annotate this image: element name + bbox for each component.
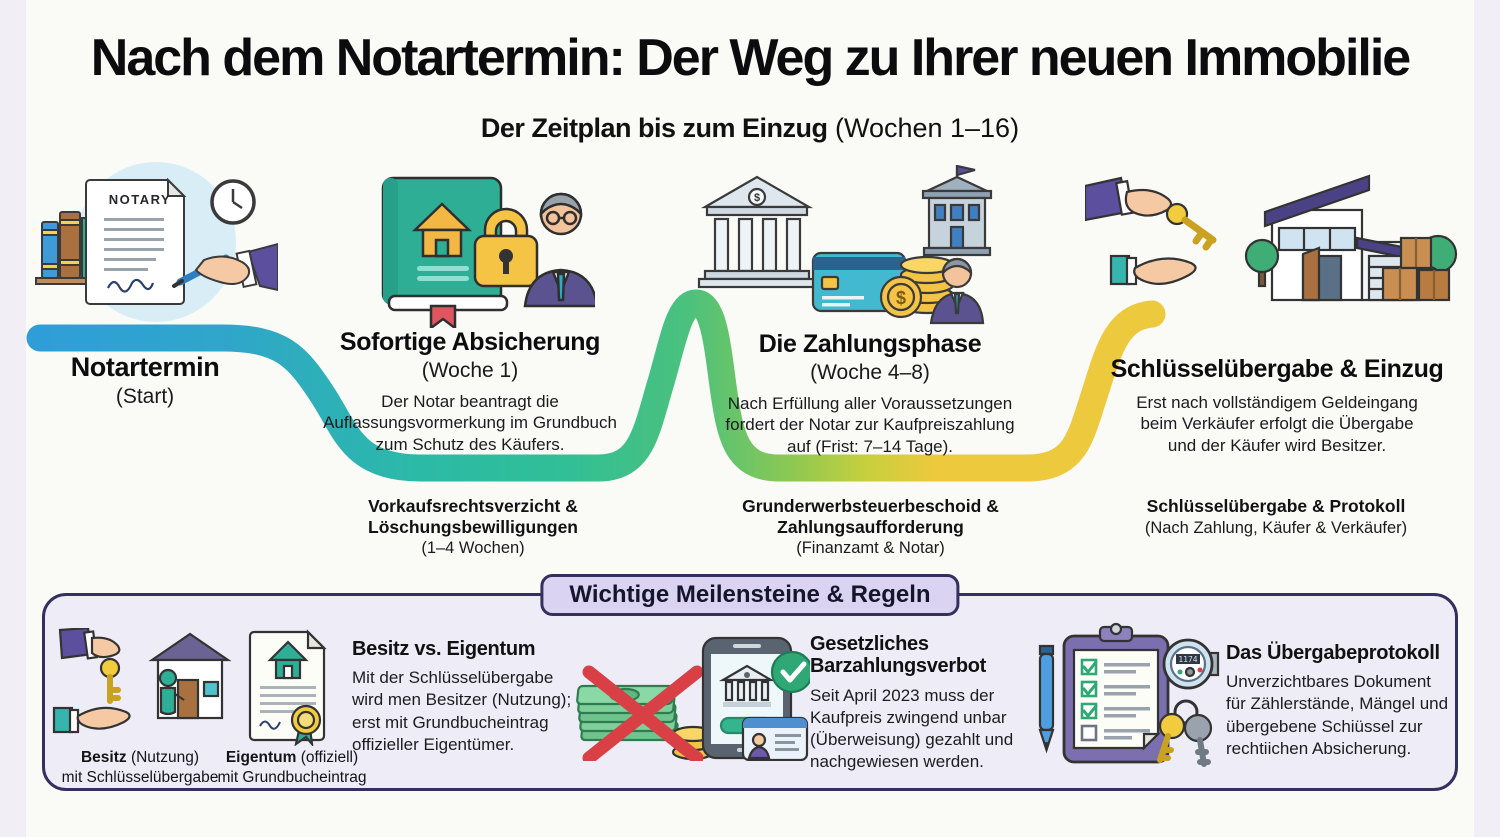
coin-stack-icon: $ bbox=[879, 255, 955, 319]
clock-icon bbox=[210, 179, 256, 225]
svg-text:1174: 1174 bbox=[1178, 655, 1197, 664]
caption-grunderwerbsteuer: Grunderwerbsteuerbeschoid & Zahlungsauff… bbox=[742, 496, 999, 558]
cash-ban-body: Seit April 2023 muss der Kaufpreis zwing… bbox=[810, 685, 1014, 772]
possession-body: Mit der Schlüsselübergabe wird men Besit… bbox=[352, 668, 572, 754]
stage-name: Sofortige Absicherung bbox=[339, 328, 601, 356]
possession-heading: Besitz vs. Eigentum bbox=[352, 638, 536, 660]
rules-panel-badge: Wichtige Meilensteine & Regeln bbox=[540, 574, 960, 616]
stage-name: Notartermin bbox=[70, 352, 220, 382]
water-meter-icon: 1174 bbox=[1162, 638, 1220, 690]
official-person-icon bbox=[929, 257, 985, 325]
key-handover-house-illustration bbox=[1085, 174, 1458, 302]
subtitle-rest: (Wochen 1–16) bbox=[827, 113, 1020, 143]
cash-ban-heading: Gesetzliches Barzahlungsverbot bbox=[810, 633, 987, 678]
checklist-clipboard-icon bbox=[1062, 622, 1170, 764]
grundbuch-lock-illustration bbox=[381, 176, 595, 328]
red-cross-icon bbox=[582, 665, 704, 761]
bank-building-icon: $ bbox=[697, 175, 817, 289]
protocol-heading: Das Übergabeprotokoll bbox=[1226, 642, 1440, 664]
protocol-text: Das Übergabeprotokoll Unverzichtbares Do… bbox=[1226, 642, 1456, 760]
stage-absicherung: Sofortige Absicherung (Woche 1) Der Nota… bbox=[305, 328, 635, 455]
keys-icon bbox=[1157, 699, 1213, 767]
moving-boxes-icon bbox=[1381, 236, 1451, 302]
stage-name: Die Zahlungsphase bbox=[758, 330, 982, 358]
stage-sub: (Woche 1) bbox=[421, 359, 519, 382]
notary-person-icon bbox=[523, 192, 595, 308]
stage-description: Der Notar beantragt die Auflassungsvorme… bbox=[323, 392, 617, 454]
protocol-body: Unverzichtbares Dokument für Zählerständ… bbox=[1226, 672, 1449, 758]
stage-sub: (Start) bbox=[115, 385, 175, 408]
receiving-hand-icon bbox=[1109, 254, 1197, 286]
land-register-book-icon bbox=[381, 176, 509, 328]
id-card-icon bbox=[741, 716, 809, 761]
stage-zahlungsphase: Die Zahlungsphase (Woche 4–8) Nach Erfül… bbox=[700, 330, 1040, 457]
stage-einzug: Schlüsselübergabe & Einzug Erst nach vol… bbox=[1088, 355, 1466, 456]
subtitle-bold: Der Zeitplan bis zum Einzug bbox=[480, 113, 828, 143]
eigentum-caption: Eigentum (offiziell) mit Grundbucheintra… bbox=[217, 749, 367, 786]
signing-hand-icon bbox=[172, 242, 278, 292]
possession-text: Besitz vs. Eigentum Mit der Schlüsselübe… bbox=[352, 638, 597, 756]
house-person-icon bbox=[148, 632, 232, 720]
cash-ban-icons bbox=[576, 636, 810, 761]
giving-hand-key-icon bbox=[1085, 176, 1217, 251]
ownership-certificate-icon bbox=[248, 629, 327, 746]
possession-handover-icon bbox=[52, 628, 232, 734]
pen-icon bbox=[1038, 644, 1055, 754]
page-title: Nach dem Notartermin: Der Weg zu Ihrer n… bbox=[90, 29, 1411, 87]
seal-icon bbox=[290, 704, 322, 746]
page-subtitle: Der Zeitplan bis zum Einzug (Wochen 1–16… bbox=[0, 113, 1500, 144]
caption-vorkaufsrecht: Vorkaufsrechtsverzicht & Löschungsbewill… bbox=[368, 496, 578, 558]
protocol-icons: 1174 bbox=[1038, 622, 1220, 767]
payment-phase-illustration: $ $ bbox=[697, 165, 993, 325]
notary-document-icon bbox=[85, 177, 187, 305]
notary-signing-illustration bbox=[35, 162, 278, 322]
stage-description: Erst nach vollständigem Geldeingang beim… bbox=[1136, 393, 1418, 455]
stage-name: Schlüsselübergabe & Einzug bbox=[1110, 355, 1444, 383]
key-icon bbox=[99, 657, 121, 704]
stage-description: Nach Erfüllung aller Voraussetzungen for… bbox=[725, 394, 1015, 456]
caption-schluesseluebergabe: Schlüsselübergabe & Protokoll (Nach Zahl… bbox=[1144, 496, 1408, 537]
government-building-icon bbox=[921, 165, 993, 257]
notary-doc-label: NOTARY bbox=[108, 192, 172, 207]
left-edge-strip bbox=[0, 0, 26, 837]
svg-text:$: $ bbox=[754, 192, 760, 204]
svg-text:$: $ bbox=[896, 288, 906, 308]
besitz-caption: Besitz (Nutzung) mit Schlüsselübergabe bbox=[61, 749, 219, 786]
padlock-icon bbox=[473, 207, 539, 288]
stage-sub: (Woche 4–8) bbox=[810, 361, 930, 384]
right-edge-strip bbox=[1474, 0, 1500, 837]
cash-ban-text: Gesetzliches Barzahlungsverbot Seit Apri… bbox=[810, 633, 1025, 773]
stage-notartermin: Notartermin (Start) bbox=[20, 352, 270, 409]
check-circle-icon bbox=[770, 650, 810, 694]
